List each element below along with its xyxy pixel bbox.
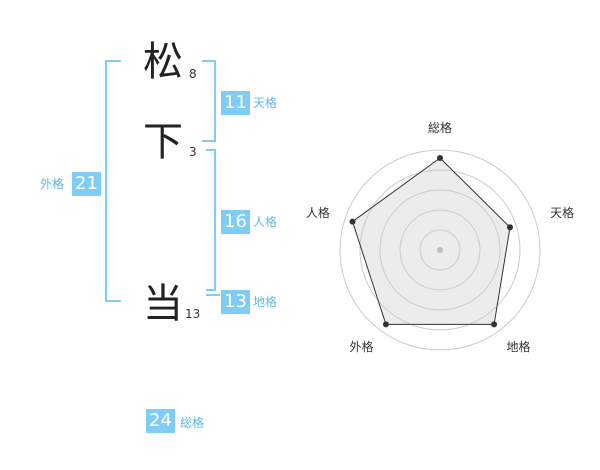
radar-point-5: [349, 218, 356, 225]
radar-axis-label-5: 人格: [306, 205, 330, 220]
jinkaku-label: 人格: [253, 215, 278, 229]
gaikaku-value: 21: [72, 172, 101, 196]
soukaku-label: 総格: [180, 416, 205, 430]
radar-polygon: [351, 157, 511, 325]
radar-point-3: [491, 321, 498, 328]
name-char-3: 当: [143, 281, 183, 327]
radar-axis-label-2: 天格: [550, 205, 574, 220]
radar-axis-label-3: 地格: [507, 339, 531, 354]
gaikaku-bracket: [105, 60, 121, 302]
radar-ring-2: [399, 209, 481, 291]
radar-ring-1: [419, 229, 461, 271]
gaikaku-label: 外格: [40, 177, 65, 191]
soukaku-value: 24: [146, 409, 175, 433]
chikaku-value: 13: [221, 290, 250, 314]
radar-point-1: [437, 155, 443, 161]
radar-ring-4: [359, 169, 521, 331]
tenkaku-value: 11: [221, 91, 250, 115]
radar-point-4: [382, 321, 389, 328]
stroke-count-2: 3: [189, 145, 197, 159]
radar-point-2: [506, 224, 513, 231]
name-char-2: 下: [143, 119, 183, 165]
jinkaku-bracket: [206, 149, 216, 291]
tenkaku-label: 天格: [253, 96, 278, 110]
tenkaku-bracket: [202, 60, 216, 142]
jinkaku-value: 16: [221, 210, 250, 234]
name-char-1: 松: [143, 39, 183, 85]
radar-center: [437, 247, 443, 253]
radar-ring-5: [339, 149, 541, 351]
chikaku-bracket: [206, 294, 220, 296]
radar-axis-label-1: 総格: [428, 120, 452, 135]
radar-ring-3: [379, 189, 501, 311]
stroke-count-1: 8: [189, 67, 197, 81]
radar-axis-label-4: 外格: [349, 339, 373, 354]
stroke-count-3: 13: [185, 307, 201, 321]
chikaku-label: 地格: [253, 295, 278, 309]
